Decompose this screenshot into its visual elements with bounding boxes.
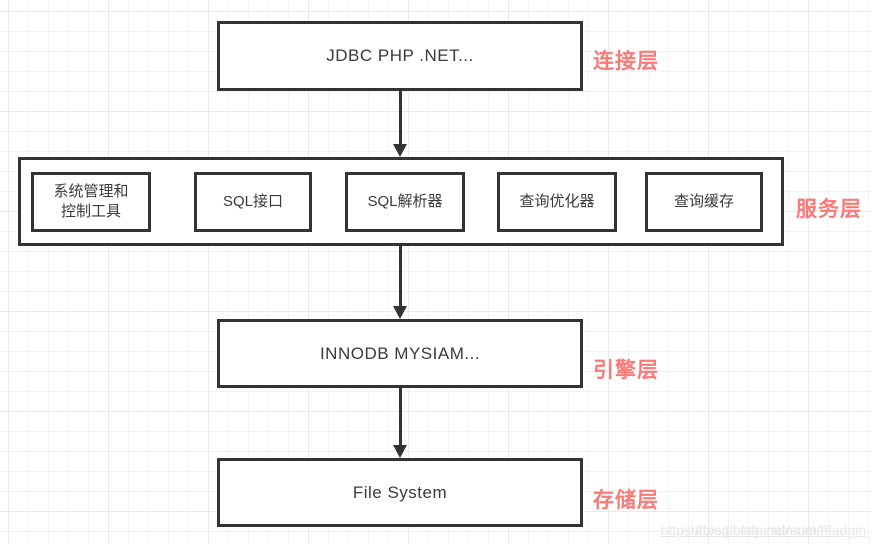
storage-layer-label: 存储层 [593,489,659,512]
storage-layer-box: File System [217,458,583,527]
arrow-connection-to-service-line [399,91,402,145]
arrow-connection-to-service-head [393,144,407,157]
component-sql-parser: SQL解析器 [345,172,465,232]
watermark: https://blog.csdn.net/admin https://blog… [586,518,866,538]
component-sql-interface: SQL接口 [194,172,312,232]
connection-layer-box-label: JDBC PHP .NET... [326,46,474,65]
engine-layer-box: INNODB MYSIAM... [217,319,583,388]
arrow-engine-to-storage-line [399,388,402,446]
watermark-text-a: https://blog.csdn.net/admin [660,522,828,538]
component-admin-tools: 系统管理和 控制工具 [31,172,151,232]
service-layer-label: 服务层 [796,198,862,221]
component-query-cache: 查询缓存 [645,172,763,232]
arrow-service-to-engine-head [393,306,407,319]
engine-layer-label: 引擎层 [593,359,659,382]
arrow-engine-to-storage-head [393,445,407,458]
connection-layer-box: JDBC PHP .NET... [217,21,583,91]
storage-layer-box-label: File System [352,482,448,502]
connection-layer-label: 连接层 [593,50,659,73]
watermark-text-b: https://blog.csdn.net/Fladgin [690,522,866,538]
arrow-service-to-engine-line [399,246,402,307]
component-query-optimizer: 查询优化器 [497,172,617,232]
engine-layer-box-label: INNODB MYSIAM... [319,343,481,363]
